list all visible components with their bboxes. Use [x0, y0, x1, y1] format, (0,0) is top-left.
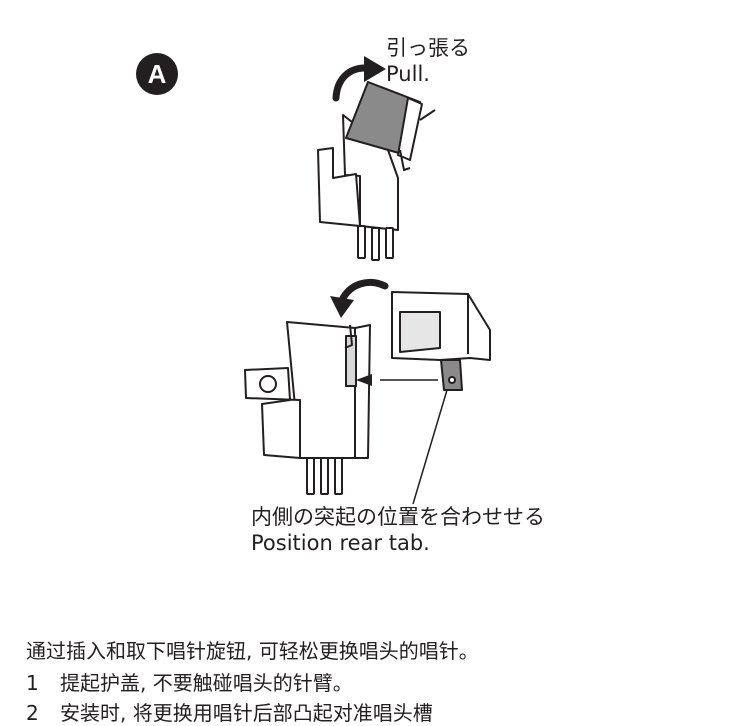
step-number: 1: [26, 671, 39, 695]
intro-paragraph: 通过插入和取下唱针旋钮, 可轻松更换唱头的唱针。: [26, 639, 479, 663]
tab-label-en: Position rear tab.: [251, 531, 430, 555]
bottom-cartridge-ear: [244, 367, 301, 459]
pull-arrow: [332, 64, 369, 102]
pull-label-jp: 引っ張る: [386, 36, 470, 60]
tab-label-jp: 内側の突起の位置を合わせせる: [251, 505, 545, 529]
top-cartridge-ear: [317, 147, 361, 227]
insert-arrow: [338, 279, 389, 304]
step-number: 2: [26, 701, 39, 725]
figure-badge: A: [136, 53, 178, 95]
step-text: 安装时, 将更换用唱针后部凸起对准唱头槽: [60, 701, 433, 725]
pull-label-en: Pull.: [386, 62, 430, 86]
step-item: 1 提起护盖, 不要触碰唱头的针臂。: [26, 670, 353, 696]
cartridge-illustration: [244, 56, 491, 505]
rear-tab: [440, 359, 463, 391]
step-item: 2 安装时, 将更换用唱针后部凸起对准唱头槽: [26, 700, 433, 726]
step-text: 提起护盖, 不要触碰唱头的针臂。: [60, 671, 353, 695]
